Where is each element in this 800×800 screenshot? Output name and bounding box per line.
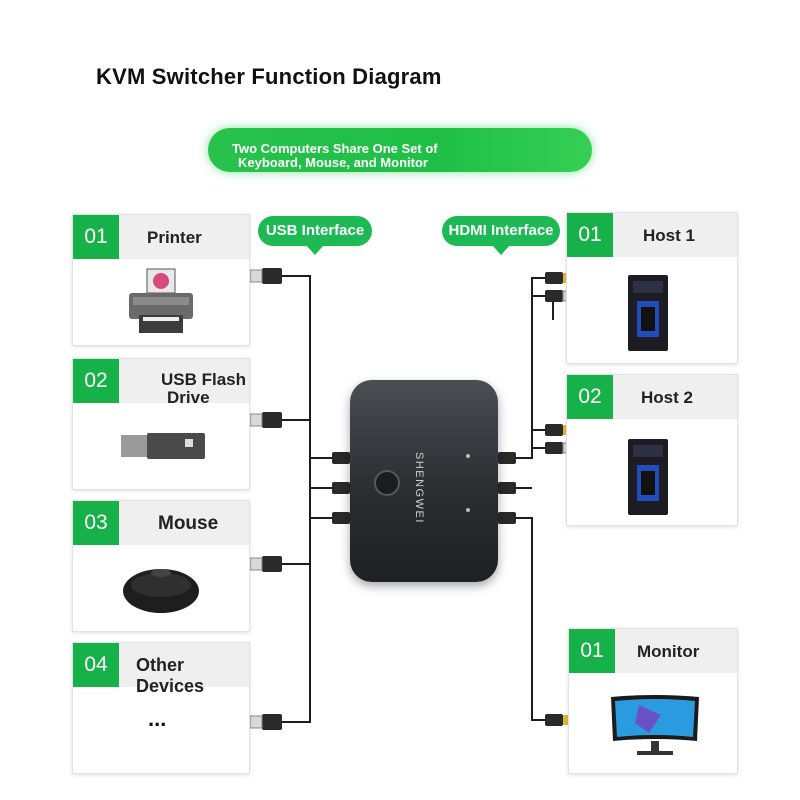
hdmi-interface-tag: HDMI Interface xyxy=(442,216,560,255)
card-number: 02 xyxy=(567,375,613,419)
device-card-mouse: 03 Mouse xyxy=(72,500,250,632)
banner-line-1: Two Computers Share One Set of xyxy=(232,141,438,156)
kvm-switch-icon: SHENGWEI xyxy=(350,380,498,582)
brand-label: SHENGWEI xyxy=(413,452,425,524)
card-number: 03 xyxy=(73,501,119,545)
pc-tower-icon xyxy=(628,275,668,351)
card-label: Other Devices xyxy=(136,655,205,696)
usb-interface-tag: USB Interface xyxy=(258,216,372,255)
led-indicator xyxy=(466,454,470,458)
banner-line-2: Keyboard, Mouse, and Monitor xyxy=(238,155,428,170)
host-card-1: 01 Host 1 xyxy=(566,212,738,364)
card-label: Host 2 xyxy=(641,388,693,407)
monitor-card: 01 Monitor xyxy=(568,628,738,774)
led-indicator xyxy=(466,508,470,512)
summary-banner: Two Computers Share One Set of Keyboard,… xyxy=(208,128,592,172)
card-number: 01 xyxy=(569,629,615,673)
usb-flash-drive-icon xyxy=(121,433,205,459)
device-card-other-devices: 04 Other Devices xyxy=(72,642,250,774)
mouse-icon xyxy=(123,569,199,613)
card-label-line-1: USB Flash xyxy=(161,370,247,389)
printer-icon xyxy=(129,268,193,333)
monitor-icon xyxy=(611,695,699,755)
card-label: USB Flash Drive xyxy=(161,371,246,407)
card-label: Printer xyxy=(147,228,202,247)
card-label: Host 1 xyxy=(643,226,695,245)
ellipsis-icon: ... xyxy=(148,706,167,731)
diagram-title: KVM Switcher Function Diagram xyxy=(96,64,442,89)
card-number: 01 xyxy=(73,215,119,259)
card-number: 01 xyxy=(567,213,613,257)
card-label-line-2: Drive xyxy=(167,388,210,407)
pc-tower-icon xyxy=(628,439,668,515)
device-card-usb-flash-drive: 02 USB Flash Drive xyxy=(72,358,250,490)
card-number: 04 xyxy=(73,643,119,687)
host-card-2: 02 Host 2 xyxy=(566,374,738,526)
card-number: 02 xyxy=(73,359,119,403)
card-label: Monitor xyxy=(637,642,700,661)
card-label: Mouse xyxy=(158,513,219,534)
switch-button xyxy=(374,470,400,496)
device-card-printer: 01 Printer xyxy=(72,214,250,346)
